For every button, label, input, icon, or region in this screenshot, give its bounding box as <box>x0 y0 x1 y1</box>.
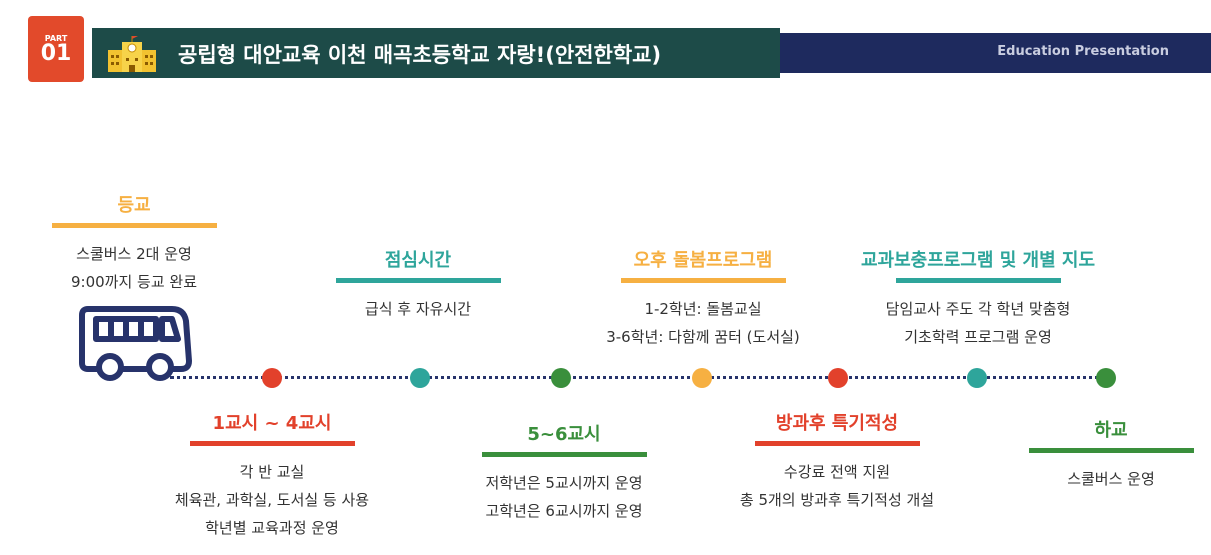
event-bar <box>189 441 355 446</box>
event-title: 방과후 특기적성 <box>775 413 899 434</box>
event-desc: 수강료 전액 지원 <box>783 463 891 481</box>
event-care: 오후 돌봄프로그램 1-2학년: 돌봄교실 3-6학년: 다함께 꿈터 (도서실) <box>573 246 833 351</box>
title-banner: 공립형 대안교육 이천 매곡초등학교 자랑!(안전한학교) <box>92 28 780 78</box>
event-title: 오후 돌봄프로그램 <box>633 250 773 271</box>
timeline-line <box>170 376 1106 379</box>
header-band: Education Presentation <box>780 33 1211 73</box>
subtitle: Education Presentation <box>997 44 1169 59</box>
timeline-dot <box>692 368 712 388</box>
event-desc: 담임교사 주도 각 학년 맞춤형 <box>885 300 1071 318</box>
event-dismissal: 하교 스쿨버스 운영 <box>981 416 1211 493</box>
school-icon <box>108 36 156 72</box>
event-desc: 체육관, 과학실, 도서실 등 사용 <box>174 491 370 509</box>
event-bar <box>335 278 501 283</box>
event-desc: 1-2학년: 돌봄교실 <box>644 300 762 318</box>
bus-icon <box>79 306 192 381</box>
timeline-dot <box>410 368 430 388</box>
event-bar <box>481 452 647 457</box>
event-title: 등교 <box>117 195 151 216</box>
event-desc: 학년별 교육과정 운영 <box>205 519 339 537</box>
timeline-dot <box>1096 368 1116 388</box>
event-bar <box>895 278 1061 283</box>
event-title: 1교시 ~ 4교시 <box>212 413 332 434</box>
event-desc: 기초학력 프로그램 운영 <box>904 328 1052 346</box>
event-bar <box>754 441 920 446</box>
event-desc: 스쿨버스 운영 <box>1067 470 1155 488</box>
event-desc: 9:00까지 등교 완료 <box>70 273 198 291</box>
event-bar <box>51 223 217 228</box>
event-desc: 급식 후 자유시간 <box>364 300 472 318</box>
part-label: PART <box>44 34 68 43</box>
event-desc: 3-6학년: 다함께 꿈터 (도서실) <box>606 328 800 346</box>
event-desc: 총 5개의 방과후 특기적성 개설 <box>739 491 935 509</box>
timeline-dot <box>828 368 848 388</box>
event-title: 5~6교시 <box>527 424 601 445</box>
event-bar <box>620 278 786 283</box>
timeline-dot <box>551 368 571 388</box>
event-desc: 스쿨버스 2대 운영 <box>76 245 192 263</box>
timeline-dot <box>262 368 282 388</box>
event-lunch: 점심시간 급식 후 자유시간 <box>288 246 548 323</box>
event-desc: 저학년은 5교시까지 운영 <box>485 474 643 492</box>
event-arrival: 등교 스쿨버스 2대 운영 9:00까지 등교 완료 <box>4 191 264 296</box>
event-title: 점심시간 <box>384 250 452 271</box>
part-number: 01 <box>40 41 72 66</box>
event-desc: 고학년은 6교시까지 운영 <box>485 502 643 520</box>
page-title: 공립형 대안교육 이천 매곡초등학교 자랑!(안전한학교) <box>178 43 662 67</box>
event-desc: 각 반 교실 <box>239 463 305 481</box>
part-badge: PART 01 <box>28 16 84 82</box>
event-title: 하교 <box>1094 420 1128 441</box>
event-title: 교과보충프로그램 및 개별 지도 <box>860 250 1096 271</box>
event-bar <box>1028 448 1194 453</box>
timeline-dot <box>967 368 987 388</box>
